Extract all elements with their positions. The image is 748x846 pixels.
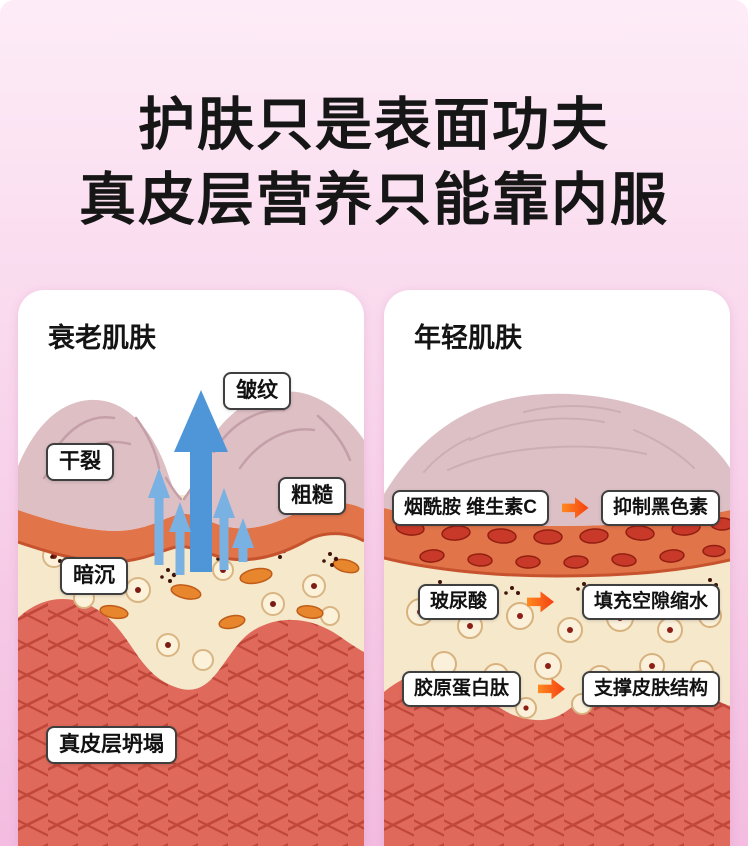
- label-dullness: 暗沉: [60, 557, 128, 596]
- young-skin-illustration: 烟酰胺 维生素C 抑制黑色素 玻尿酸 填充空隙缩水 胶原蛋白肽 支撑皮肤结构: [384, 360, 730, 846]
- aging-skin-illustration: 皱纹 干裂 粗糙 暗沉 真皮层坍塌: [18, 360, 364, 846]
- page-title: 护肤只是表面功夫 真皮层营养只能靠内服: [0, 0, 748, 238]
- aging-skin-cross-section: [18, 390, 364, 846]
- aging-skin-title: 衰老肌肤: [48, 323, 156, 353]
- benefit-row-hydration: 玻尿酸 填充空隙缩水: [418, 584, 720, 620]
- label-effect-support-structure: 支撑皮肤结构: [581, 671, 720, 707]
- label-ingredient-hyaluronic-acid: 玻尿酸: [418, 584, 500, 620]
- surface-contour-lines: [423, 405, 695, 473]
- label-ingredient-collagen-peptide: 胶原蛋白肽: [402, 671, 522, 707]
- aging-skin-panel: 衰老肌肤: [18, 290, 364, 846]
- title-line-1: 护肤只是表面功夫: [138, 93, 610, 157]
- epidermis-cells: [395, 517, 730, 569]
- hypodermis-layer-collapsed: [18, 599, 364, 846]
- hypodermis-layer-structured: [384, 670, 730, 846]
- young-skin-title: 年轻肌肤: [414, 323, 522, 353]
- right-arrow-icon: [538, 678, 565, 700]
- label-effect-fill-gaps: 填充空隙缩水: [581, 584, 720, 620]
- benefit-row-structure: 胶原蛋白肽 支撑皮肤结构: [402, 671, 720, 707]
- label-ingredient-niacinamide-vitc: 烟酰胺 维生素C: [392, 490, 550, 526]
- comparison-panels: 衰老肌肤: [18, 290, 730, 846]
- right-arrow-icon: [561, 497, 589, 519]
- label-cracking: 干裂: [46, 443, 114, 482]
- label-effect-inhibit-melanin: 抑制黑色素: [600, 490, 720, 526]
- right-arrow-icon: [527, 591, 554, 613]
- benefit-row-melanin: 烟酰胺 维生素C 抑制黑色素: [392, 490, 720, 526]
- label-roughness: 粗糙: [278, 477, 346, 516]
- title-line-2: 真皮层营养只能靠内服: [79, 168, 669, 233]
- up-arrows-moisture-loss-icon: [148, 390, 254, 575]
- young-skin-panel: 年轻肌肤: [384, 290, 730, 846]
- label-dermis-collapse: 真皮层坍塌: [46, 726, 177, 765]
- label-wrinkles: 皱纹: [223, 372, 291, 411]
